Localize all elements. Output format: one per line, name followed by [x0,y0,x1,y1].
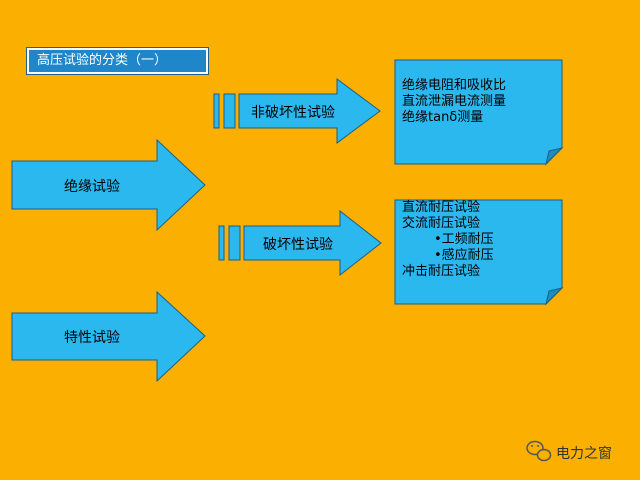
list-item: 冲击耐压试验 [402,264,481,279]
stripe-icon [213,93,220,129]
characteristic-test-label: 特性试验 [64,330,120,346]
list-item: 交流耐压试验 [402,216,481,231]
fold-corner [545,287,564,306]
non-destructive-items: 绝缘电阻和吸收比 直流泄漏电流测量 绝缘tanδ测量 [402,78,506,126]
list-item: •工频耐压 [434,232,494,247]
list-item: 绝缘电阻和吸收比 [402,78,507,93]
list-item: 直流泄漏电流测量 [402,94,507,109]
wechat-icon [526,440,552,462]
stripe-icon [223,93,236,129]
list-item: 直流耐压试验 [402,200,481,215]
non-destructive-arrow [238,78,381,144]
list-item: 绝缘tanδ测量 [402,110,484,125]
fold-corner [545,147,564,166]
non-destructive-label: 非破坏性试验 [251,105,335,121]
characteristic-test-arrow [11,290,206,383]
slide-title: 高压试验的分类（一） [26,47,209,75]
destructive-items: 直流耐压试验 交流耐压试验 •工频耐压 •感应耐压 冲击耐压试验 [402,200,494,280]
destructive-arrow [243,209,382,277]
destructive-label: 破坏性试验 [263,237,333,253]
insulation-test-label: 绝缘试验 [64,179,120,195]
stripe-icon [218,225,225,261]
stripe-icon [228,225,241,261]
insulation-test-arrow [11,138,206,232]
watermark: 电力之窗 [556,446,612,462]
list-item: •感应耐压 [434,248,494,263]
